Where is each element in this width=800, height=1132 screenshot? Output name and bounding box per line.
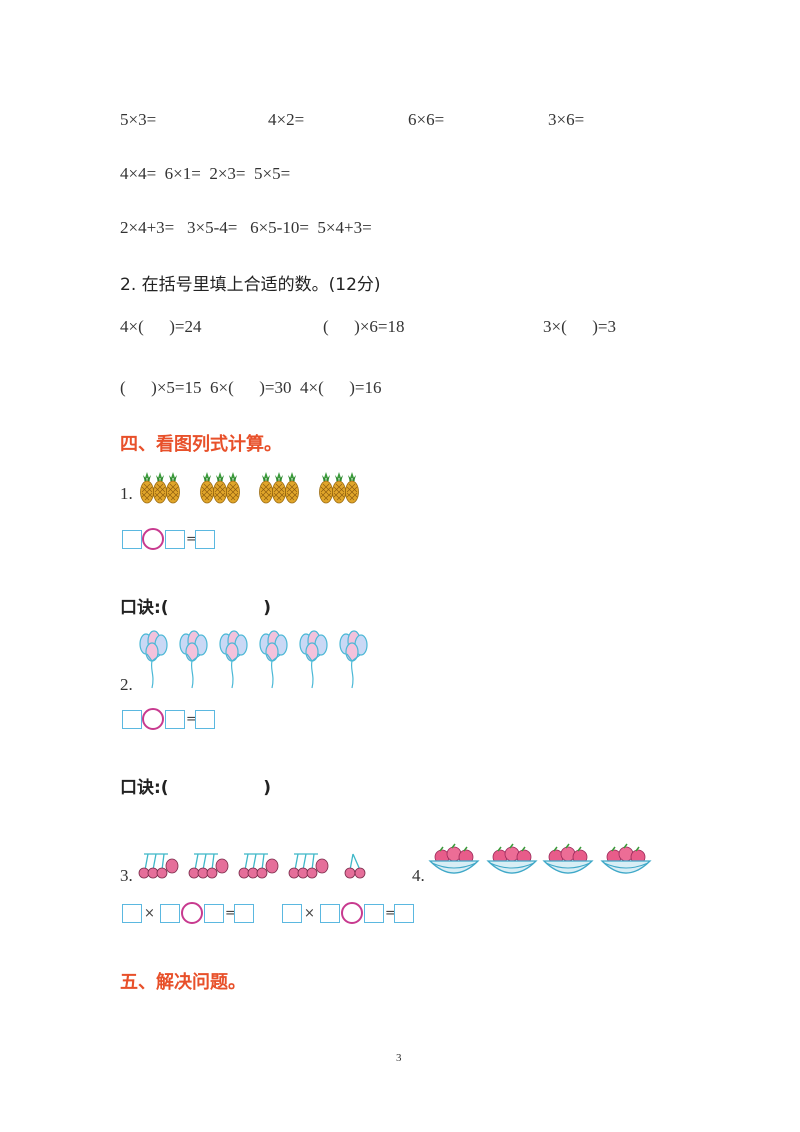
answer-box[interactable] (122, 530, 142, 549)
section-4-title: 四、看图列式计算。 (120, 434, 282, 455)
calc-1-1: 5×3= (120, 110, 157, 129)
answer-box[interactable] (195, 710, 215, 729)
answer-box[interactable] (204, 904, 224, 923)
answer-box[interactable] (394, 904, 414, 923)
equals-sign: = (186, 532, 197, 547)
operator-circle[interactable] (181, 902, 203, 924)
operator-circle[interactable] (142, 528, 164, 550)
rhyme-1: 口诀:( ) (120, 598, 272, 618)
pineapple-groups-picture (140, 472, 370, 506)
answer-box[interactable] (165, 710, 185, 729)
equals-sign: = (225, 906, 236, 921)
answer-box[interactable] (364, 904, 384, 923)
balloon-bunches-picture (139, 630, 368, 689)
peach-bowls-picture (429, 843, 651, 874)
operator-circle[interactable] (341, 902, 363, 924)
times-sign: × (144, 906, 155, 921)
q2-row-2: ( )×5=15 6×( )=30 4×( )=16 (120, 378, 382, 397)
problem-3-number: 3. (120, 866, 133, 885)
operator-circle[interactable] (142, 708, 164, 730)
problem-2-number: 2. (120, 675, 133, 694)
q2-1-1: 4×( )=24 (120, 317, 202, 336)
calc-1-3: 6×6= (408, 110, 445, 129)
section-5-title: 五、解决问题。 (120, 972, 246, 993)
calc-row-2: 4×4= 6×1= 2×3= 5×5= (120, 164, 291, 183)
answer-box[interactable] (195, 530, 215, 549)
cherry-bunches-picture (138, 853, 366, 879)
answer-box[interactable] (122, 904, 142, 923)
problem-1-number: 1. (120, 484, 133, 503)
q2-1-3: 3×( )=3 (543, 317, 616, 336)
answer-box[interactable] (282, 904, 302, 923)
q2-1-2: ( )×6=18 (323, 317, 405, 336)
q2-title: 2. 在括号里填上合适的数。(12分) (120, 275, 381, 295)
rhyme-2: 口诀:( ) (120, 778, 272, 798)
calc-1-2: 4×2= (268, 110, 305, 129)
times-sign: × (304, 906, 315, 921)
calc-1-4: 3×6= (548, 110, 585, 129)
answer-box[interactable] (122, 710, 142, 729)
equals-sign: = (385, 906, 396, 921)
equals-sign: = (186, 712, 197, 727)
answer-box[interactable] (234, 904, 254, 923)
answer-box[interactable] (320, 904, 340, 923)
page-number: 3 (396, 1052, 402, 1064)
calc-row-3: 2×4+3= 3×5-4= 6×5-10= 5×4+3= (120, 218, 372, 237)
problem-4-number: 4. (412, 866, 425, 885)
answer-box[interactable] (160, 904, 180, 923)
answer-box[interactable] (165, 530, 185, 549)
